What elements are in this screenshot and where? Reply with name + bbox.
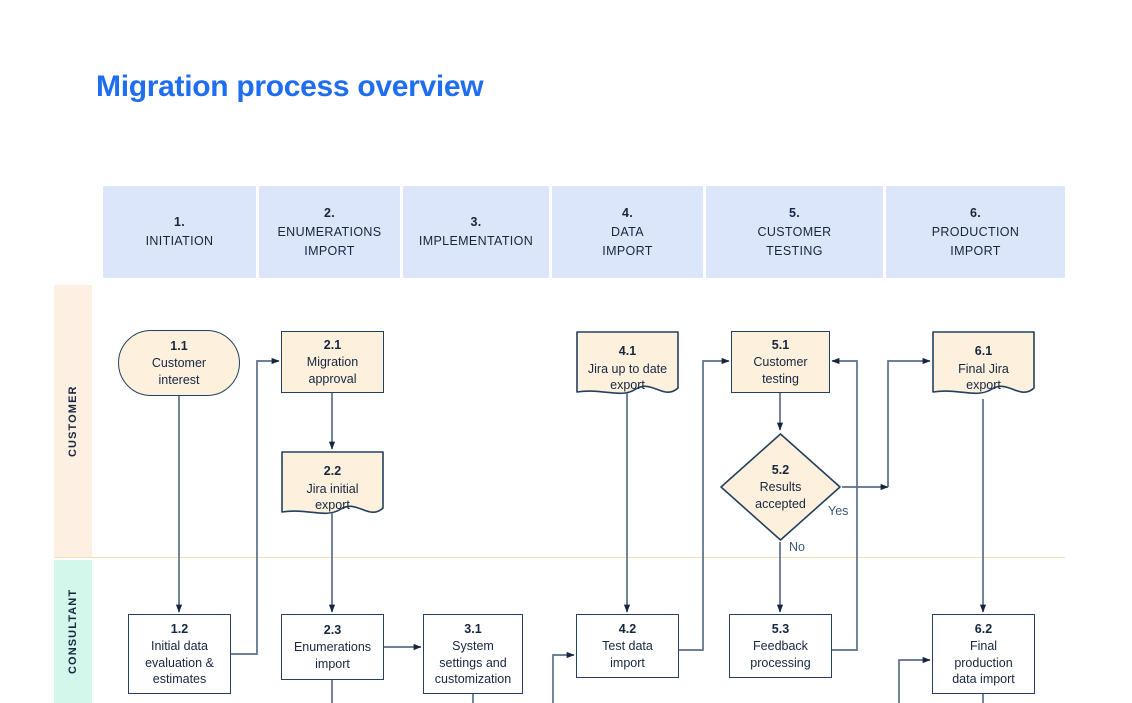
edge-into-4-2 — [552, 651, 575, 703]
node-1-2-number: 1.2 — [170, 621, 189, 636]
phase-header-5[interactable]: 5. CUSTOMER TESTING — [706, 186, 883, 278]
node-1-2-label: Initial data evaluation & estimates — [145, 639, 214, 686]
page-title: Migration process overview — [96, 70, 484, 103]
node-4-1-number: 4.1 — [618, 344, 637, 358]
phase-6-label: PRODUCTION IMPORT — [931, 224, 1020, 258]
node-2-2[interactable]: 2.2 Jira initial export — [281, 451, 384, 519]
node-5-1-number: 5.1 — [771, 337, 790, 352]
node-4-2[interactable]: 4.2 Test data import — [576, 614, 679, 678]
phase-header-2[interactable]: 2. ENUMERATIONS IMPORT — [259, 186, 400, 278]
phase-2-number: 2. — [323, 205, 336, 220]
node-2-1-label: Migration approval — [306, 355, 359, 386]
node-6-2-number: 6.2 — [974, 621, 993, 636]
node-2-3-number: 2.3 — [323, 622, 342, 637]
node-2-1[interactable]: 2.1 Migration approval — [281, 331, 384, 393]
phase-header-3[interactable]: 3. IMPLEMENTATION — [403, 186, 549, 278]
node-6-2-label: Final production data import — [952, 639, 1015, 686]
edge-1-2-to-2-1 — [231, 357, 280, 655]
phase-1-number: 1. — [173, 215, 186, 229]
node-6-2[interactable]: 6.2 Final production data import — [932, 614, 1035, 694]
node-3-1-number: 3.1 — [464, 621, 482, 636]
node-1-1-number: 1.1 — [170, 338, 188, 353]
phase-6-number: 6. — [969, 205, 982, 220]
node-5-1[interactable]: 5.1 Customer testing — [731, 331, 830, 393]
phase-5-label: CUSTOMER TESTING — [757, 224, 832, 258]
phase-5-number: 5. — [788, 205, 801, 220]
swimlane-customer: CUSTOMER — [54, 285, 92, 557]
node-2-1-number: 2.1 — [323, 337, 342, 352]
edge-yes-to-6-1 — [887, 357, 931, 487]
node-3-1[interactable]: 3.1 System settings and customization — [423, 614, 523, 694]
swimlane-consultant: CONSULTANT — [54, 560, 92, 703]
node-5-3[interactable]: 5.3 Feedback processing — [729, 614, 832, 678]
node-2-3-label: Enumerations import — [293, 640, 372, 671]
node-5-2-number: 5.2 — [771, 462, 790, 477]
phase-2-label: ENUMERATIONS IMPORT — [277, 224, 382, 258]
node-6-1-number: 6.1 — [974, 344, 993, 358]
node-1-1-label: Customer interest — [151, 356, 207, 387]
node-5-3-number: 5.3 — [771, 621, 790, 636]
phase-4-number: 4. — [621, 205, 634, 220]
phase-header-6[interactable]: 6. PRODUCTION IMPORT — [886, 186, 1065, 278]
swimlane-divider — [54, 557, 1065, 558]
node-5-2-label: Results accepted — [755, 480, 806, 511]
phase-3-number: 3. — [470, 215, 482, 229]
node-6-1-label: Final Jira export — [958, 361, 1009, 393]
phase-3-label: IMPLEMENTATION — [418, 234, 534, 248]
node-2-3[interactable]: 2.3 Enumerations import — [281, 614, 384, 680]
node-6-1[interactable]: 6.1 Final Jira export — [932, 331, 1035, 399]
node-4-2-label: Test data import — [602, 639, 653, 670]
phase-header-4[interactable]: 4. DATA IMPORT — [552, 186, 703, 278]
edge-into-6-2 — [898, 656, 931, 703]
node-1-1[interactable]: 1.1 Customer interest — [118, 330, 240, 396]
node-3-1-label: System settings and customization — [434, 639, 512, 686]
node-4-1-label: Jira up to date export — [587, 361, 668, 393]
swimlane-customer-label: CUSTOMER — [67, 385, 79, 457]
node-1-2[interactable]: 1.2 Initial data evaluation & estimates — [128, 614, 231, 694]
node-4-2-number: 4.2 — [618, 621, 637, 636]
node-5-3-label: Feedback processing — [750, 639, 811, 670]
edge-label-yes: Yes — [828, 504, 849, 518]
node-4-1[interactable]: 4.1 Jira up to date export — [576, 331, 679, 399]
edge-label-no: No — [789, 540, 805, 554]
node-5-2[interactable]: 5.2 Results accepted — [719, 432, 842, 542]
phase-4-label: DATA IMPORT — [602, 224, 653, 258]
swimlane-consultant-label: CONSULTANT — [67, 588, 79, 675]
node-5-1-label: Customer testing — [753, 355, 808, 386]
node-2-2-label: Jira initial export — [306, 481, 359, 513]
phase-header-1[interactable]: 1. INITIATION — [103, 186, 256, 278]
node-2-2-number: 2.2 — [323, 464, 342, 478]
phase-1-label: INITIATION — [145, 234, 214, 248]
